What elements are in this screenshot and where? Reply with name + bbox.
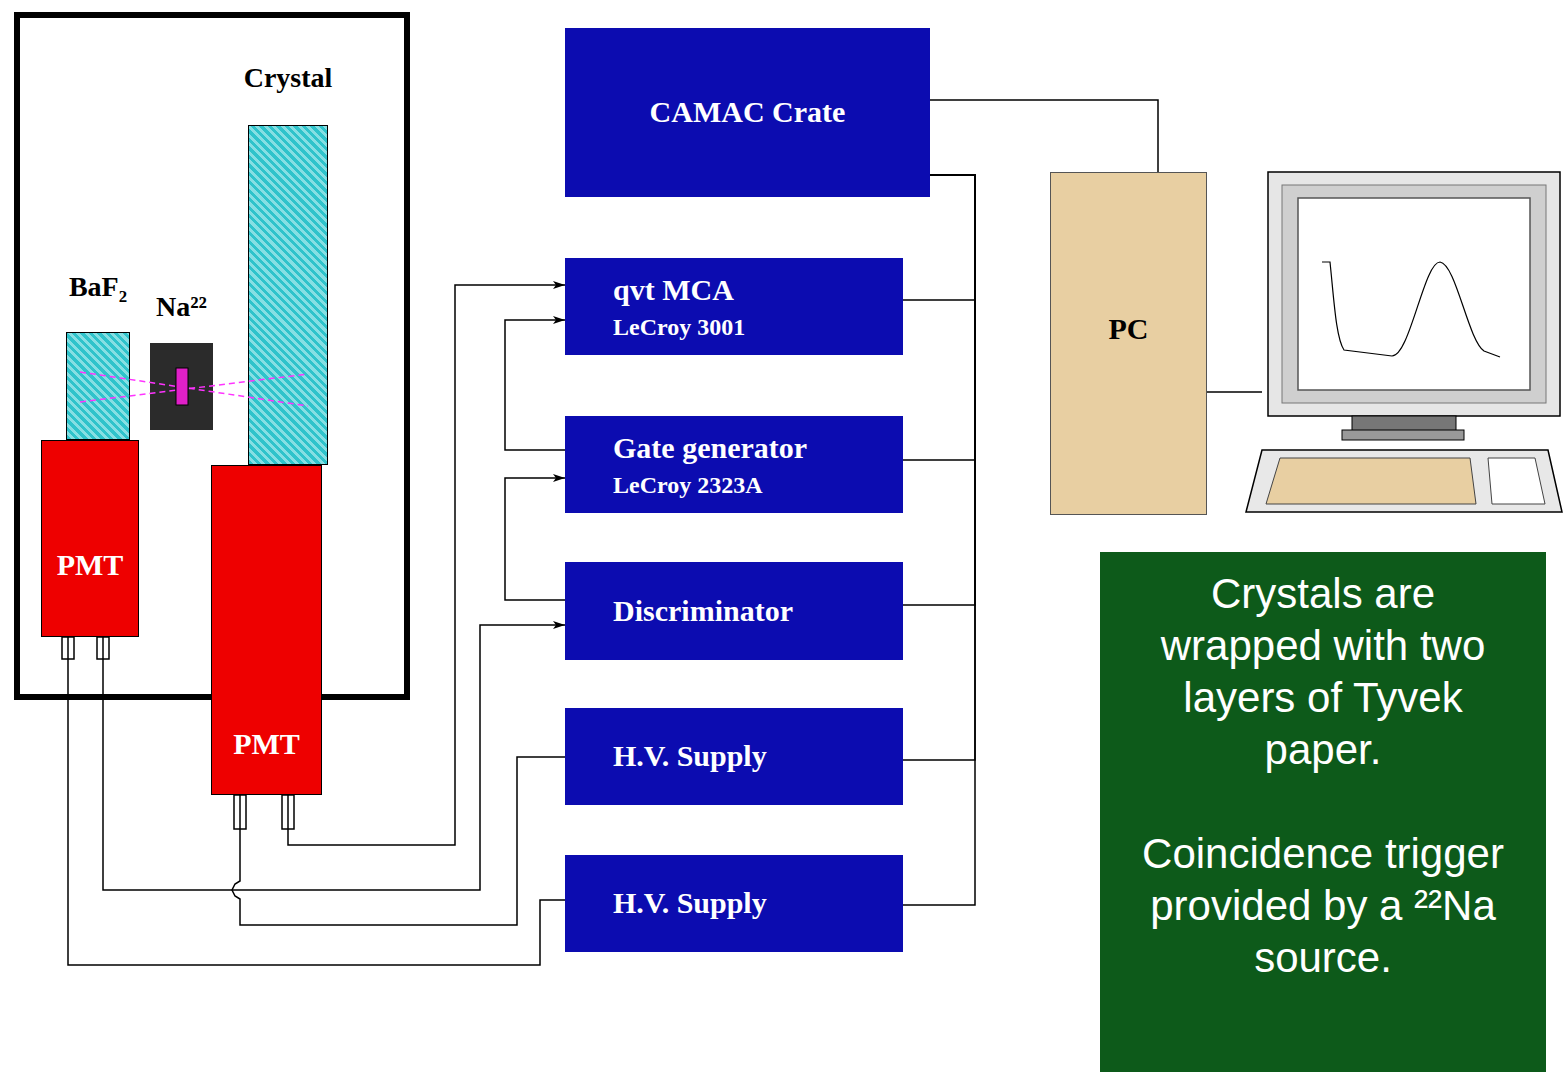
wire-connector <box>903 175 975 605</box>
test-crystal: Crystal <box>248 125 328 465</box>
monitor-cable <box>1207 391 1262 393</box>
monitor-inner <box>1282 185 1546 403</box>
part-label: Na²² <box>156 291 207 323</box>
spectrum-curve <box>1322 262 1500 357</box>
monitor-base <box>1342 430 1464 440</box>
box-text: Crystals are wrapped with two layers of … <box>1138 568 1508 776</box>
box-text: PMT <box>57 548 124 582</box>
gamma-ray <box>80 374 308 402</box>
wire-connector <box>103 625 565 890</box>
pmt-tube: PMT <box>211 465 322 795</box>
gate-generator: Gate generatorLeCroy 2323A <box>565 416 903 513</box>
wire-connector <box>930 100 1158 172</box>
hv-supply: H.V. Supply <box>565 708 903 805</box>
monitor-screen <box>1298 198 1530 390</box>
na22-source: Na²² <box>150 343 213 430</box>
box-text: CAMAC Crate <box>650 92 846 133</box>
monitor-icon <box>1246 172 1562 512</box>
box-text: H.V. Supply <box>613 883 891 924</box>
gamma-ray <box>80 372 308 406</box>
wire-connector <box>505 478 565 600</box>
part-label: Crystal <box>244 62 333 94</box>
keyboard <box>1246 450 1562 512</box>
hv-supply: H.V. Supply <box>565 855 903 952</box>
gamma-beams <box>80 372 308 406</box>
box-text: PMT <box>233 727 300 761</box>
part-label: BaF₂ <box>69 271 127 303</box>
monitor-bezel <box>1268 172 1560 416</box>
box-text: PC <box>1109 312 1149 346</box>
box-text: LeCroy 3001 <box>613 311 891 343</box>
wire-connector <box>903 175 975 905</box>
wire-connector <box>505 320 565 450</box>
source-pellet <box>176 368 188 405</box>
wire-connector <box>903 175 975 760</box>
camac-crate: CAMAC Crate <box>565 28 930 197</box>
box-text: H.V. Supply <box>613 736 891 777</box>
keyboard-pad <box>1488 458 1545 504</box>
wire-connector <box>288 285 565 845</box>
discriminator-module: Discriminator <box>565 562 903 660</box>
pc-tower: PC <box>1050 172 1207 515</box>
box-text: Coincidence trigger provided by a ²²Na s… <box>1138 828 1508 984</box>
keyboard-keys <box>1266 458 1476 504</box>
baf2-crystal: BaF₂ <box>66 332 130 440</box>
box-text: LeCroy 2323A <box>613 469 891 501</box>
mca-module: qvt MCALeCroy 3001 <box>565 258 903 355</box>
pmt-tube: PMT <box>41 440 139 637</box>
box-text: qvt MCA <box>613 270 891 311</box>
box-text: Discriminator <box>613 591 891 632</box>
note-box: Crystals are wrapped with two layers of … <box>1100 552 1546 1072</box>
wire-connector <box>903 175 975 460</box>
box-text: Gate generator <box>613 428 891 469</box>
